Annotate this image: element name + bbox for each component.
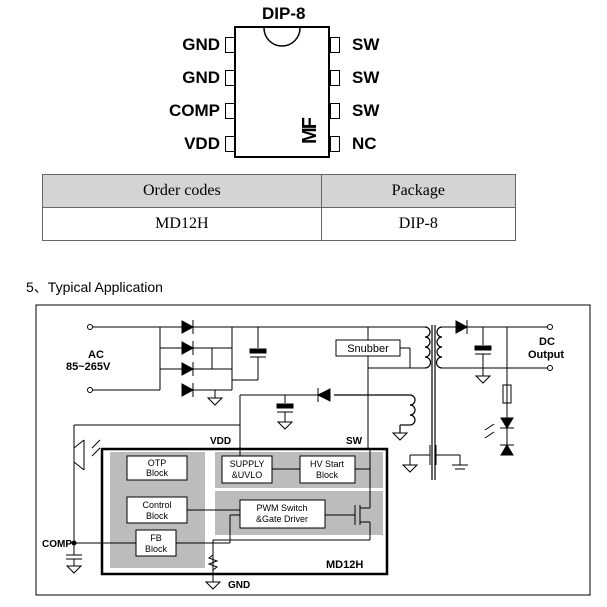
control-block — [126, 496, 188, 524]
vdd-capacitor — [276, 395, 294, 430]
bulk-capacitor — [232, 327, 267, 381]
table-row: MD12H DIP-8 — [42, 207, 517, 241]
chip-body: MF — [234, 26, 330, 158]
supply-block-label-1: SUPPLY — [230, 459, 265, 469]
ac-label: AC — [88, 349, 104, 361]
pin-label-vdd: VDD — [184, 134, 220, 153]
pin-label-sw-1: SW — [352, 35, 380, 54]
pin-label-gnd-2: GND — [182, 68, 220, 87]
otp-block — [126, 455, 188, 481]
order-table: Order codes Package MD12H DIP-8 — [42, 174, 517, 241]
pwm-block-label-1: PWM Switch — [256, 503, 307, 513]
pin-box-8 — [330, 37, 340, 53]
auxiliary-winding — [334, 394, 416, 433]
pin-box-4 — [225, 136, 235, 152]
chip-name-label: MD12H — [326, 559, 363, 571]
chip-notch — [263, 27, 301, 47]
pin-label-sw-2: SW — [352, 68, 380, 87]
pin-label-comp: COMP — [169, 101, 220, 120]
optocoupler-transistor — [73, 424, 240, 543]
pin-box-5 — [330, 136, 340, 152]
hv-block-label-2: Block — [316, 470, 339, 480]
pwm-switch-block — [239, 499, 326, 529]
vdd-label: VDD — [210, 436, 231, 447]
sense-resistor-ground — [204, 554, 222, 590]
ac-input-wiring — [87, 324, 370, 393]
secondary-output — [442, 320, 553, 456]
order-table-header: Order codes Package — [42, 174, 517, 208]
pwm-block-label-2: &Gate Driver — [256, 514, 308, 524]
section-title: 5、Typical Application — [26, 279, 163, 295]
control-block-label-2: Block — [146, 511, 169, 521]
header-order-codes: Order codes — [42, 174, 322, 208]
cell-order-code: MD12H — [42, 207, 322, 241]
pin-label-nc: NC — [352, 134, 377, 153]
snubber-label: Snubber — [347, 343, 389, 355]
pin-box-6 — [330, 103, 340, 119]
y-capacitor — [401, 445, 468, 473]
hv-block-label-1: HV Start — [310, 459, 345, 469]
pin-box-2 — [225, 70, 235, 86]
pin-box-3 — [225, 103, 235, 119]
fb-block-label-1: FB — [150, 533, 162, 543]
sw-label: SW — [346, 436, 363, 447]
otp-block-label-2: Block — [146, 468, 169, 478]
pin-box-1 — [225, 37, 235, 53]
cell-package: DIP-8 — [320, 207, 517, 241]
ground-symbol-aux — [391, 432, 409, 441]
fb-block — [135, 529, 177, 557]
aux-diode — [239, 388, 331, 449]
internal-wiring — [176, 449, 371, 582]
ac-range-label: 85~265V — [66, 361, 111, 373]
pin-label-gnd-1: GND — [182, 35, 220, 54]
gnd-label: GND — [228, 580, 250, 591]
control-block-label-1: Control — [142, 500, 171, 510]
transformer-primary — [424, 325, 443, 480]
comp-wiring — [65, 540, 136, 574]
dc-label: DC — [539, 336, 555, 348]
bridge-rectifier — [160, 320, 233, 397]
package-title: DIP-8 — [262, 4, 306, 23]
comp-label: COMP — [42, 539, 72, 550]
pin-box-7 — [330, 70, 340, 86]
schematic-frame — [35, 304, 591, 596]
supply-block-label-2: &UVLO — [232, 470, 263, 480]
header-package: Package — [320, 174, 517, 208]
dc-output-label: Output — [528, 349, 564, 361]
ground-symbol-1 — [206, 390, 224, 406]
supply-uvlo-block — [221, 455, 273, 484]
mosfet-symbol — [325, 490, 371, 540]
pin-label-sw-3: SW — [352, 101, 380, 120]
snubber-wiring — [367, 326, 425, 449]
otp-block-label-1: OTP — [148, 458, 167, 468]
fb-block-label-2: Block — [145, 544, 168, 554]
